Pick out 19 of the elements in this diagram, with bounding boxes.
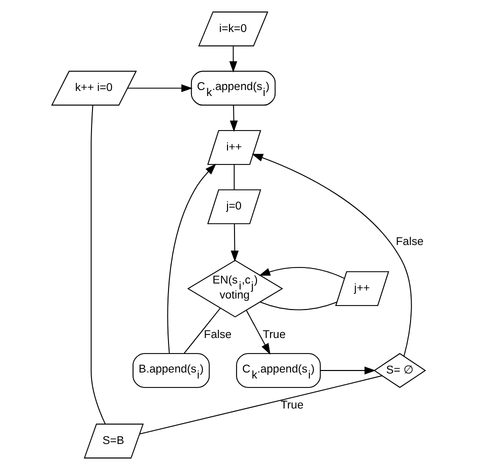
edge-label: False — [204, 329, 232, 342]
connector — [90, 104, 106, 424]
connector — [260, 302, 338, 310]
arrow — [258, 267, 345, 279]
node-diamond: S= ∅ — [374, 353, 426, 388]
edge-label: False — [396, 236, 424, 248]
arrow — [230, 104, 238, 132]
arrow — [229, 46, 238, 73]
edge-label: True — [280, 400, 304, 412]
connector — [184, 308, 221, 354]
arrow — [127, 84, 193, 92]
arrow — [320, 366, 376, 374]
arrow — [230, 223, 239, 262]
edge-label: True — [262, 329, 286, 342]
arrow — [167, 164, 216, 354]
arrow — [246, 310, 270, 355]
connector — [234, 164, 235, 190]
arrow — [252, 154, 412, 357]
connector — [139, 375, 383, 434]
